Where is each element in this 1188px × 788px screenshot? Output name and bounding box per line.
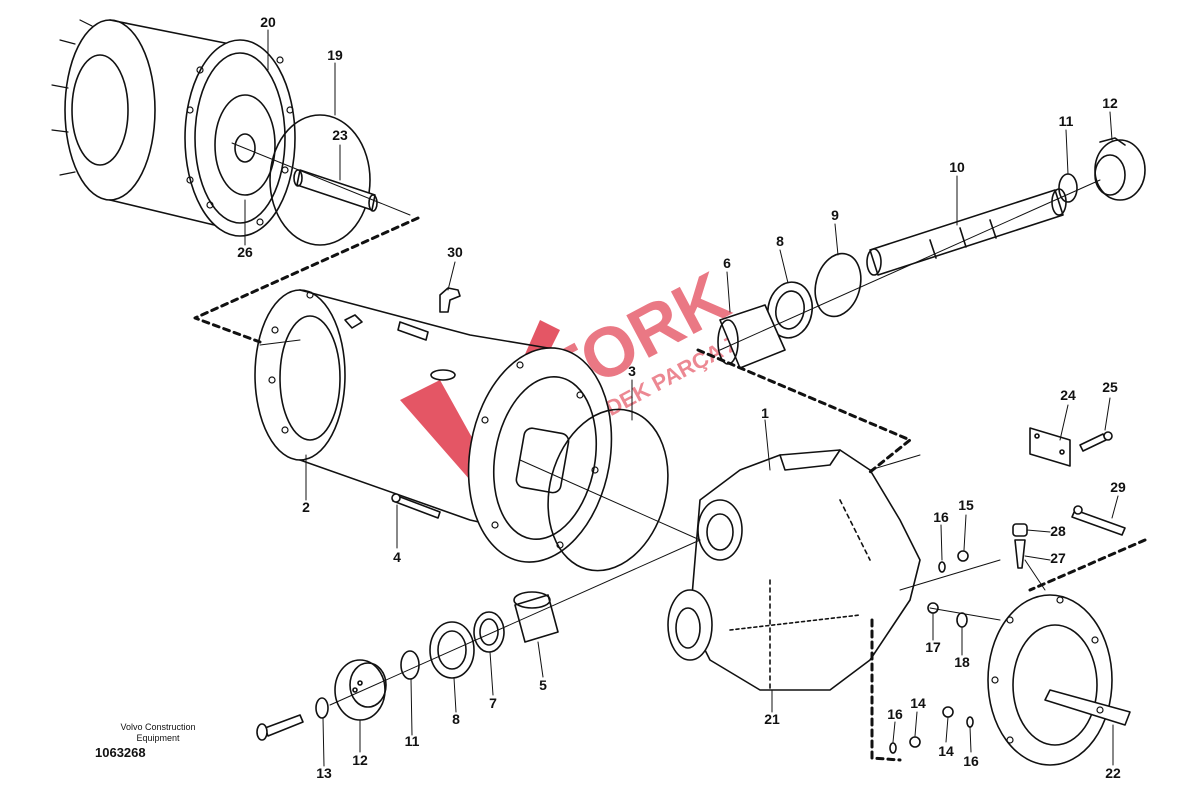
document-number: 1063268 bbox=[95, 745, 146, 760]
callout-4: 4 bbox=[393, 549, 401, 565]
callout-12a: 12 bbox=[1102, 95, 1118, 111]
callout-1: 1 bbox=[761, 405, 769, 421]
callout-13: 13 bbox=[316, 765, 332, 781]
brand-line-2: Equipment bbox=[136, 733, 180, 743]
housing-bolt bbox=[397, 321, 429, 341]
o-ring-19 bbox=[269, 114, 371, 246]
callout-8b: 8 bbox=[452, 711, 460, 727]
screw-14a bbox=[909, 736, 921, 748]
stud-bolt-4 bbox=[391, 493, 441, 519]
washer-7 bbox=[473, 611, 505, 653]
callout-3: 3 bbox=[628, 363, 636, 379]
ring-11-top bbox=[1058, 173, 1078, 203]
plate-24 bbox=[1029, 427, 1071, 467]
axle-shaft-10 bbox=[866, 188, 1067, 276]
ring-11-bottom bbox=[400, 650, 420, 680]
callout-28: 28 bbox=[1050, 523, 1066, 539]
cap-28 bbox=[1012, 523, 1028, 537]
callout-26: 26 bbox=[237, 244, 253, 260]
callout-11a: 11 bbox=[1059, 113, 1074, 129]
wheel-hub bbox=[51, 19, 296, 237]
brand-label: Volvo Construction Equipment bbox=[88, 722, 228, 744]
screw-17 bbox=[927, 602, 939, 614]
washer-16c bbox=[966, 716, 974, 728]
washer-16a bbox=[938, 561, 946, 573]
callout-12b: 12 bbox=[352, 752, 368, 768]
callout-24: 24 bbox=[1060, 387, 1076, 403]
drive-shaft-23 bbox=[293, 169, 378, 212]
washer-18 bbox=[956, 612, 968, 628]
nipple-27 bbox=[1014, 539, 1026, 569]
wheel-flange-22 bbox=[987, 594, 1131, 766]
callout-21: 21 bbox=[764, 711, 780, 727]
o-ring-3 bbox=[547, 408, 669, 572]
callout-6: 6 bbox=[723, 255, 731, 271]
screw-14b bbox=[942, 706, 954, 718]
callout-30: 30 bbox=[447, 244, 463, 260]
callout-7: 7 bbox=[489, 695, 497, 711]
callout-14a: 14 bbox=[910, 695, 926, 711]
callout-17: 17 bbox=[925, 639, 941, 655]
shim-9 bbox=[814, 252, 862, 318]
brand-line-1: Volvo Construction bbox=[120, 722, 196, 732]
vent-fitting-30 bbox=[439, 287, 461, 313]
callout-11b: 11 bbox=[405, 733, 420, 749]
callout-22: 22 bbox=[1105, 765, 1121, 781]
callout-16a: 16 bbox=[933, 509, 949, 525]
callout-16c: 16 bbox=[963, 753, 979, 769]
callout-20: 20 bbox=[260, 14, 276, 30]
sensor-29 bbox=[1071, 505, 1126, 536]
end-cap-12-bottom bbox=[334, 659, 387, 721]
callout-25: 25 bbox=[1102, 379, 1118, 395]
callout-18: 18 bbox=[954, 654, 970, 670]
axle-housing-2 bbox=[254, 289, 613, 563]
end-cap-12-top bbox=[1094, 137, 1146, 201]
seal-8-bottom bbox=[429, 621, 475, 679]
callout-14b: 14 bbox=[938, 743, 954, 759]
callout-29: 29 bbox=[1110, 479, 1126, 495]
center-housing-1 bbox=[667, 449, 921, 691]
callout-2: 2 bbox=[302, 499, 310, 515]
washer-16b bbox=[889, 742, 897, 754]
callout-8a: 8 bbox=[776, 233, 784, 249]
callout-10: 10 bbox=[949, 159, 965, 175]
bushing-6 bbox=[717, 304, 786, 369]
screw-25 bbox=[1079, 431, 1113, 452]
callout-23: 23 bbox=[332, 127, 348, 143]
bolt-13 bbox=[256, 697, 329, 741]
callout-9: 9 bbox=[831, 207, 839, 223]
bushing-5 bbox=[513, 591, 559, 643]
screw-15 bbox=[957, 550, 969, 562]
callout-5: 5 bbox=[539, 677, 547, 693]
callout-27: 27 bbox=[1050, 550, 1066, 566]
callout-15: 15 bbox=[958, 497, 974, 513]
callout-19: 19 bbox=[327, 47, 343, 63]
callout-16b: 16 bbox=[887, 706, 903, 722]
